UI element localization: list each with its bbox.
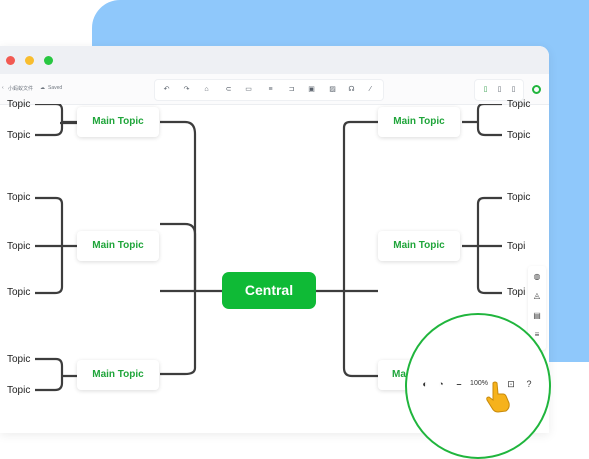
brush-icon[interactable]: ⁄ <box>369 86 372 93</box>
main-topic-left-bottom[interactable]: Main Topic <box>77 360 159 390</box>
fullscreen-mode-icon[interactable]: ◐ <box>422 379 428 389</box>
side-tool-panel: ◍ ◬ ▤ ≡ <box>528 266 546 350</box>
edit-tool-group: ↶ ↷ ⌂ ⊂ ▭ ≡ ⊐ ▣ ▨ ☊ ⁄ <box>154 79 384 101</box>
undo-icon[interactable]: ↶ <box>163 86 170 93</box>
app-window: ‹ 小蚂蚁文件 ☁ Saved ↶ ↷ ⌂ ⊂ ▭ ≡ ⊐ ▣ ▨ ☊ ⁄ ▯ … <box>0 46 549 433</box>
leaf-topic[interactable]: Topi <box>507 241 526 252</box>
navigate-icon[interactable]: ◔ <box>438 379 444 389</box>
zoom-magnifier: ◐ ◔ – 100% ⊡ ? <box>405 313 551 459</box>
leaf-topic[interactable]: Topic <box>7 385 31 396</box>
leaf-topic[interactable]: Topic <box>7 287 31 298</box>
connector-lines <box>35 104 502 392</box>
leaf-topic[interactable]: Topi <box>507 287 526 298</box>
user-avatar[interactable] <box>532 85 541 94</box>
theme-icon[interactable]: ◍ <box>533 272 541 281</box>
back-arrow-icon[interactable]: ‹ <box>2 85 4 91</box>
boundary-icon[interactable]: ▭ <box>245 86 252 93</box>
leaf-topic[interactable]: Topic <box>7 130 31 141</box>
callout-icon[interactable]: ⊐ <box>288 86 295 93</box>
main-topic-left-top[interactable]: Main Topic <box>77 107 159 137</box>
link-icon[interactable]: ☊ <box>348 86 355 93</box>
main-topic-right-top[interactable]: Main Topic <box>378 107 460 137</box>
mindmap-canvas[interactable]: Main Topic Main Topic Main Topic Main To… <box>0 99 549 433</box>
central-topic[interactable]: Central <box>222 272 316 309</box>
zoom-level[interactable]: 100% <box>470 380 488 387</box>
leaf-topic[interactable]: Topic <box>7 99 31 110</box>
minimize-window-button[interactable] <box>25 56 34 65</box>
save-status: Saved <box>48 85 63 91</box>
image-icon[interactable]: ▨ <box>329 86 336 93</box>
zoom-out-button[interactable]: – <box>456 379 462 389</box>
main-topic-left-mid[interactable]: Main Topic <box>77 231 159 261</box>
relationship-icon[interactable]: ≡ <box>268 86 273 93</box>
maximize-window-button[interactable] <box>44 56 53 65</box>
help-icon[interactable]: ? <box>526 379 532 389</box>
summary-icon[interactable]: ⊂ <box>225 86 232 93</box>
export-icon[interactable]: ▯ <box>497 86 502 93</box>
layout-icon[interactable]: ▤ <box>533 311 541 320</box>
close-window-button[interactable] <box>6 56 15 65</box>
leaf-topic[interactable]: Topic <box>7 354 31 365</box>
leaf-topic[interactable]: Topic <box>507 130 531 141</box>
view-tool-group: ▯ ▯ ▯ <box>474 79 524 101</box>
outline-icon[interactable]: ▯ <box>483 86 488 93</box>
leaf-topic[interactable]: Topic <box>7 192 31 203</box>
main-topic-right-mid[interactable]: Main Topic <box>378 231 460 261</box>
leaf-topic[interactable]: Topic <box>507 99 531 110</box>
leaf-topic[interactable]: Topic <box>7 241 31 252</box>
note-icon[interactable]: ▣ <box>308 86 315 93</box>
share-icon[interactable]: ▯ <box>511 86 516 93</box>
title-bar <box>0 46 549 74</box>
fit-screen-icon[interactable]: ⊡ <box>507 379 515 389</box>
menu-icon[interactable]: ≡ <box>534 330 540 339</box>
pointer-cursor-icon <box>486 381 510 413</box>
main-toolbar: ‹ 小蚂蚁文件 ☁ Saved ↶ ↷ ⌂ ⊂ ▭ ≡ ⊐ ▣ ▨ ☊ ⁄ ▯ … <box>0 74 549 105</box>
style-panel-icon[interactable]: ◬ <box>533 291 541 300</box>
cloud-save-icon: ☁ <box>40 85 45 91</box>
leaf-topic[interactable]: Topic <box>507 192 531 203</box>
file-name[interactable]: 小蚂蚁文件 <box>8 86 34 92</box>
style-icon[interactable]: ⌂ <box>204 86 209 93</box>
redo-icon[interactable]: ↷ <box>183 86 190 93</box>
